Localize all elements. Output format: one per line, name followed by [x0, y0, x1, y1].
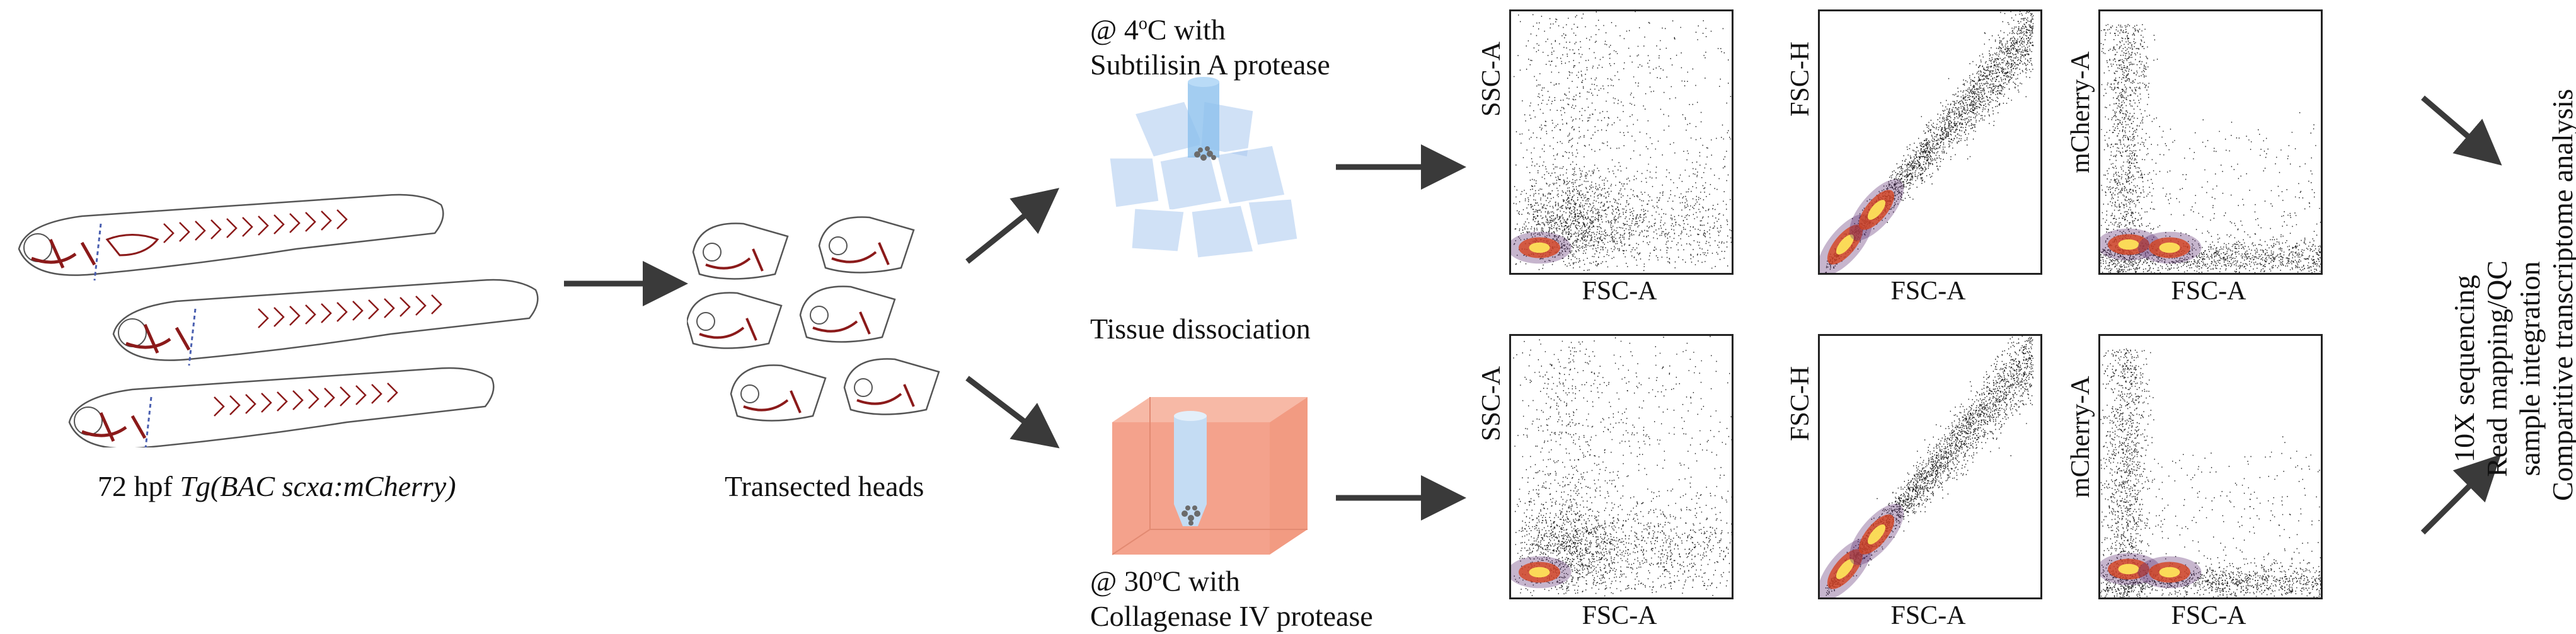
- bottom-condition-temp: @ 30oC with: [1090, 565, 1240, 597]
- fish-larva-3: [68, 367, 495, 447]
- head-4: [799, 285, 896, 343]
- flow-plot-bottom-ssc: [1509, 334, 1734, 599]
- density-hotspot: [2159, 242, 2180, 253]
- density-hotspot: [1867, 524, 1886, 545]
- flow-plot-ylabel: FSC-H: [1786, 366, 1815, 441]
- scatter-dots: [1513, 336, 1732, 597]
- scatter-points: [1820, 11, 2034, 273]
- warm-tube: [1174, 416, 1207, 504]
- flow-plot-ylabel: FSC-H: [1786, 41, 1815, 117]
- step-integration: sample integration: [2514, 261, 2546, 476]
- flow-plot-xlabel: FSC-A: [1890, 277, 1966, 306]
- fish-larvae-illustration: [18, 193, 539, 447]
- arrow-top-plots-to-sequencing: [2421, 95, 2502, 166]
- flow-plot-xlabel: FSC-A: [2171, 277, 2246, 306]
- bottom-condition-label: @ 30oC with Collagenase IV protease: [1090, 558, 1373, 634]
- step-comparative-analysis: Comparitive transcriptome analysis: [2546, 88, 2576, 501]
- warm-tube-tissue: [1182, 505, 1200, 526]
- density-hotspot: [2159, 567, 2180, 578]
- downstream-analysis-text: 10X sequencing Read mapping/QC sample in…: [2448, 88, 2576, 501]
- flow-plot-ylabel: mCherry-A: [2066, 51, 2095, 173]
- flow-plot-bottom-mch: [2098, 334, 2323, 599]
- scatter-points: [1511, 336, 1732, 597]
- ice-dissociation-illustration: [1108, 77, 1299, 260]
- fish-caption-genotype: Tg(BAC scxa:mCherry): [180, 470, 456, 502]
- flow-plot-xlabel: FSC-A: [1582, 277, 1657, 306]
- fish-larva-2: [112, 279, 539, 366]
- scatter-points: [2100, 349, 2321, 597]
- head-3: [687, 292, 783, 349]
- top-condition-temp: @ 4oC with: [1090, 13, 1226, 46]
- heated-box-illustration: [1112, 397, 1308, 555]
- flow-plot-top-ssc: [1509, 9, 1734, 275]
- top-condition-label: @ 4oC with Subtilisin A protease: [1090, 6, 1330, 83]
- scatter-dots: [1513, 11, 1732, 272]
- heads-caption: Transected heads: [725, 470, 924, 502]
- arrow-bottom-plots-to-sequencing: [2420, 454, 2502, 535]
- fish-larva-1: [18, 193, 444, 281]
- density-hotspot: [1529, 567, 1550, 578]
- scatter-points: [2100, 24, 2321, 273]
- density-hotspot: [1529, 242, 1550, 253]
- scatter-points: [1820, 336, 2033, 597]
- head-1: [692, 222, 789, 280]
- head-6: [843, 358, 940, 415]
- density-hotspot: [1867, 200, 1886, 220]
- ice-tube: [1188, 82, 1219, 158]
- flow-plot-bottom-fsch: [1818, 334, 2042, 599]
- scatter-points: [1511, 11, 1732, 272]
- head-2: [818, 216, 915, 274]
- step-read-mapping: Read mapping/QC: [2481, 260, 2513, 477]
- density-hotspot: [1836, 559, 1854, 579]
- density-hotspot: [2118, 239, 2139, 250]
- flow-plot-xlabel: FSC-A: [1890, 601, 1966, 630]
- arrow-heads-to-top: [965, 188, 1060, 264]
- transected-heads-illustration: [687, 216, 940, 422]
- flow-plot-ylabel: mCherry-A: [2066, 376, 2095, 498]
- top-condition-enzyme: Subtilisin A protease: [1090, 49, 1330, 81]
- head-5: [730, 364, 827, 422]
- arrow-heads-to-bottom: [965, 376, 1060, 449]
- flow-plot-xlabel: FSC-A: [2171, 601, 2246, 630]
- flow-plot-ylabel: SSC-A: [1477, 366, 1506, 441]
- step-sequencing: 10X sequencing: [2448, 275, 2480, 463]
- flow-plot-xlabel: FSC-A: [1582, 601, 1657, 630]
- density-hotspot: [2118, 563, 2139, 575]
- density-hotspot: [1836, 234, 1854, 255]
- flow-plot-top-fsch: [1818, 9, 2042, 275]
- fish-caption: 72 hpf Tg(BAC scxa:mCherry): [98, 470, 456, 503]
- flow-plot-top-mch: [2098, 9, 2323, 275]
- flow-plot-ylabel: SSC-A: [1477, 41, 1506, 117]
- tissue-dissociation-label: Tissue dissociation: [1090, 313, 1311, 345]
- ice-tube-tissue: [1194, 146, 1216, 161]
- fish-caption-prefix: 72 hpf: [98, 470, 180, 502]
- bottom-condition-enzyme: Collagenase IV protease: [1090, 600, 1373, 633]
